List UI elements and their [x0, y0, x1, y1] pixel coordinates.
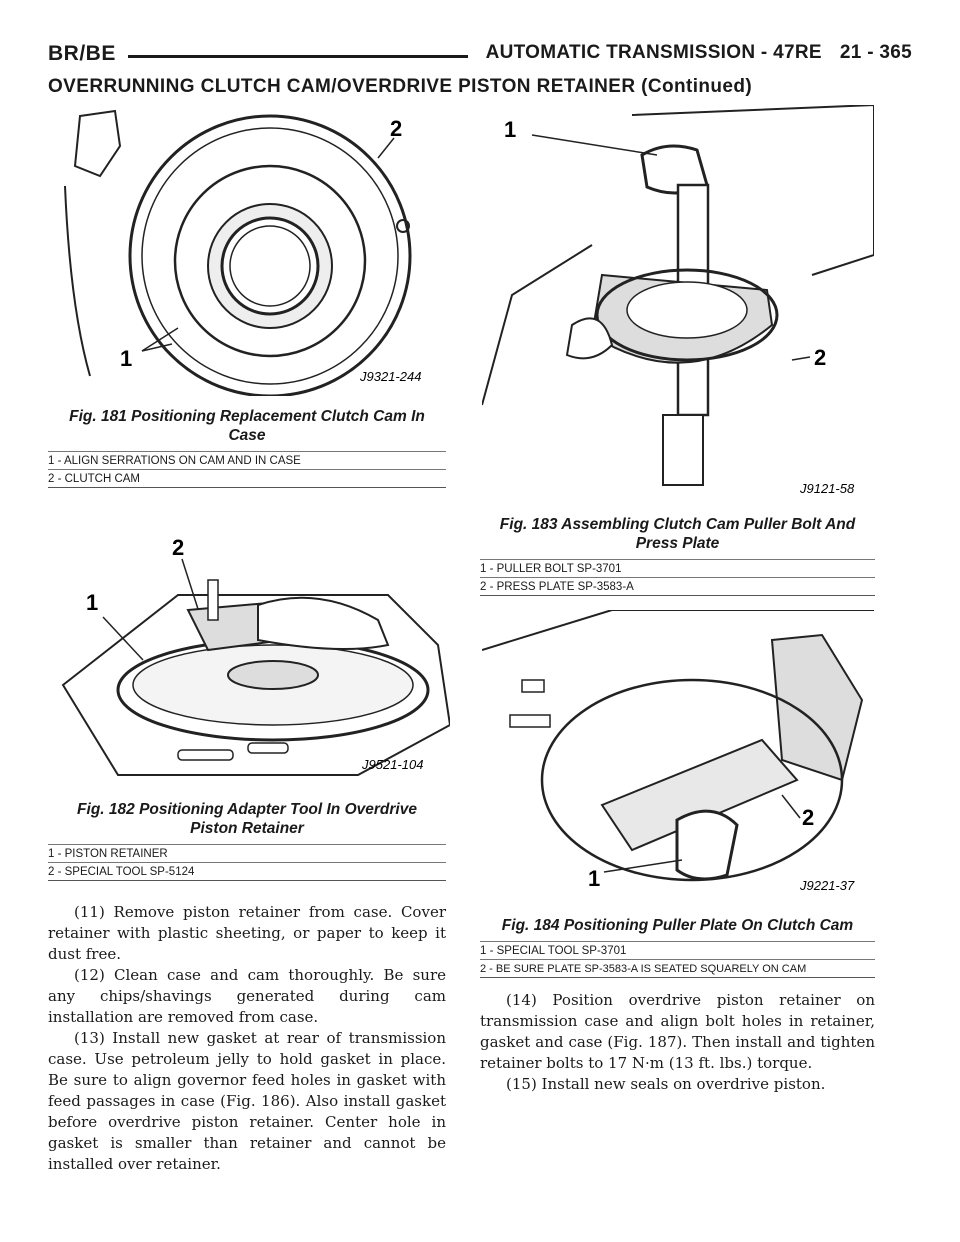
step-14: (14) Position overdrive piston retainer … — [480, 991, 875, 1072]
fig184-callout-1: 1 — [588, 866, 600, 891]
fig181-title-line1: Fig. 181 Positioning Replacement Clutch … — [69, 408, 425, 425]
fig184-title: Fig. 184 Positioning Puller Plate On Clu… — [501, 917, 854, 934]
fig182-legend-2: 2 - SPECIAL TOOL SP-5124 — [48, 862, 446, 881]
figure-184-illustration: 1 2 J9221-37 — [482, 610, 874, 900]
figure-182-illustration: 1 2 J9521-104 — [58, 525, 450, 780]
figure-184-caption: Fig. 184 Positioning Puller Plate On Clu… — [480, 916, 875, 978]
step-13: (13) Install new gasket at rear of trans… — [48, 1029, 446, 1173]
fig182-title: Fig. 182 Positioning Adapter Tool In Ove… — [48, 800, 446, 838]
fig184-callout-2: 2 — [802, 805, 814, 830]
figure-183-caption: Fig. 183 Assembling Clutch Cam Puller Bo… — [480, 515, 875, 596]
fig183-title: Fig. 183 Assembling Clutch Cam Puller Bo… — [480, 515, 875, 553]
fig181-title: Fig. 181 Positioning Replacement Clutch … — [48, 407, 446, 445]
fig183-callout-1: 1 — [504, 117, 516, 142]
step-15: (15) Install new seals on overdrive pist… — [506, 1075, 826, 1093]
fig182-callout-1: 1 — [86, 590, 98, 615]
fig183-code: J9121-58 — [799, 481, 855, 496]
page-number: 21 - 365 — [839, 42, 912, 63]
fig181-legend-1: 1 - ALIGN SERRATIONS ON CAM AND IN CASE — [48, 451, 446, 469]
fig182-title-line1: Fig. 182 Positioning Adapter Tool In Ove… — [77, 801, 417, 818]
step-11: (11) Remove piston retainer from case. C… — [48, 903, 446, 963]
step-12: (12) Clean case and cam thoroughly. Be s… — [48, 966, 446, 1026]
fig183-legend-2: 2 - PRESS PLATE SP-3583-A — [480, 577, 875, 596]
header-chapter-title: AUTOMATIC TRANSMISSION - 47RE — [485, 42, 822, 63]
header-rule — [128, 55, 468, 58]
fig181-code: J9321-244 — [359, 369, 421, 384]
fig183-legend-1: 1 - PULLER BOLT SP-3701 — [480, 559, 875, 577]
fig181-callout-2: 2 — [390, 116, 402, 141]
fig182-legend-1: 1 - PISTON RETAINER — [48, 844, 446, 862]
fig184-code: J9221-37 — [799, 878, 855, 893]
body-right-column: (14) Position overdrive piston retainer … — [480, 990, 875, 1095]
figure-182-caption: Fig. 182 Positioning Adapter Tool In Ove… — [48, 800, 446, 881]
fig182-title-line2: Piston Retainer — [190, 820, 304, 837]
fig183-title-line2: Press Plate — [635, 535, 720, 552]
fig183-title-line1: Fig. 183 Assembling Clutch Cam Puller Bo… — [499, 516, 856, 533]
header-book-code: BR/BE — [48, 42, 116, 65]
fig182-code: J9521-104 — [361, 757, 423, 772]
fig181-title-line2: Case — [228, 427, 266, 444]
fig181-legend-2: 2 - CLUTCH CAM — [48, 469, 446, 488]
fig181-callout-1: 1 — [120, 346, 132, 371]
section-title: OVERRUNNING CLUTCH CAM/OVERDRIVE PISTON … — [48, 76, 753, 97]
fig183-callout-2: 2 — [814, 345, 826, 370]
body-left-column: (11) Remove piston retainer from case. C… — [48, 902, 446, 1175]
figure-181-illustration: 1 2 J9321-244 — [60, 106, 450, 396]
fig184-legend-1: 1 - SPECIAL TOOL SP-3701 — [480, 941, 875, 959]
header-right: AUTOMATIC TRANSMISSION - 47RE 21 - 365 — [486, 42, 912, 64]
figure-181-caption: Fig. 181 Positioning Replacement Clutch … — [48, 407, 446, 488]
fig182-callout-2: 2 — [172, 535, 184, 560]
figure-183-illustration: 1 2 J9121-58 — [482, 105, 874, 500]
fig184-legend-2: 2 - BE SURE PLATE SP-3583-A IS SEATED SQ… — [480, 959, 875, 978]
